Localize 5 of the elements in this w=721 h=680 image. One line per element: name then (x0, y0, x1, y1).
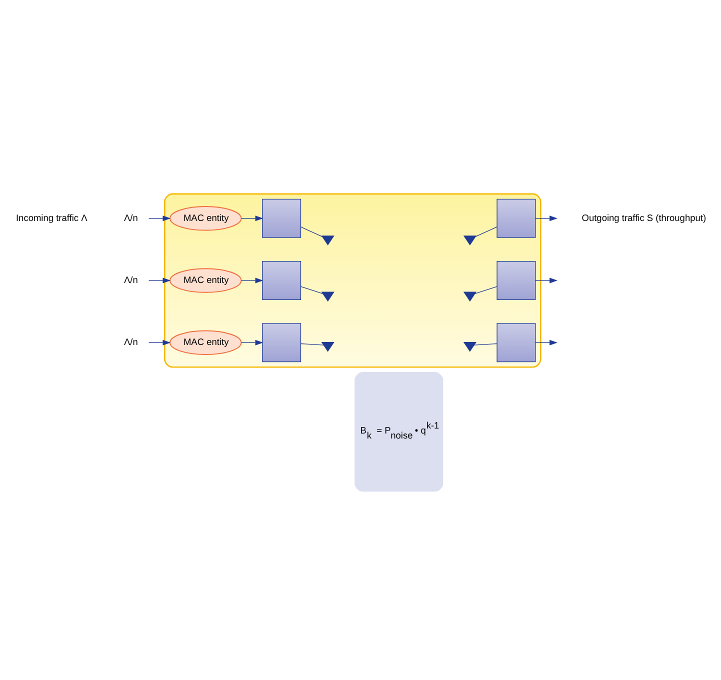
node-text: Λ/n (124, 212, 138, 223)
label: Incoming traffic Λ (16, 212, 88, 223)
label: Outgoing traffic S (throughput) (582, 212, 706, 223)
node-text: Λ/n (124, 337, 138, 348)
node-text: Λ/n (124, 274, 138, 285)
